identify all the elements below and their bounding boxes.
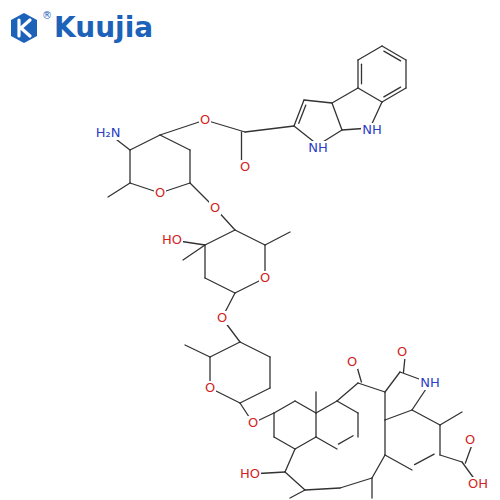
single-bond	[412, 410, 440, 425]
single-bond	[295, 401, 316, 413]
single-bond	[245, 126, 294, 132]
single-bond	[332, 103, 342, 130]
single-bond	[385, 455, 412, 470]
single-bond	[337, 383, 358, 401]
amine-label: H₂N	[95, 126, 122, 140]
single-bond	[315, 413, 316, 437]
single-bond	[385, 372, 400, 392]
single-bond	[315, 392, 316, 413]
single-bond	[274, 437, 295, 449]
single-bond	[337, 401, 358, 413]
single-bond	[357, 60, 358, 88]
double-bond	[384, 87, 401, 97]
single-bond	[235, 230, 265, 245]
single-bond	[108, 183, 130, 197]
single-bond	[358, 88, 382, 102]
single-bond	[372, 455, 385, 478]
single-bond	[129, 150, 130, 183]
hydroxyl-label: OH	[467, 477, 489, 491]
single-bond	[210, 342, 240, 357]
oxygen-label: O	[247, 416, 259, 430]
oxygen-label: O	[204, 381, 216, 395]
single-bond	[273, 413, 274, 437]
single-bond	[382, 88, 406, 102]
nitrogen-label: NH	[361, 123, 383, 137]
hydroxyl-label: HO	[161, 233, 183, 247]
single-bond	[290, 490, 305, 498]
single-bond	[371, 478, 372, 498]
double-bond	[299, 105, 306, 123]
single-bond	[204, 245, 205, 278]
single-bond	[382, 46, 406, 60]
oxygen-label: O	[346, 355, 358, 369]
nitrogen-label: NH	[307, 141, 329, 155]
single-bond	[285, 449, 295, 472]
single-bond	[205, 230, 235, 245]
single-bond	[240, 388, 270, 403]
hydroxyl-label: HO	[239, 467, 261, 481]
double-bond	[361, 64, 362, 84]
single-bond	[358, 46, 382, 60]
oxygen-label: O	[464, 433, 476, 447]
oxygen-label: O	[216, 311, 228, 325]
single-bond	[384, 420, 385, 455]
single-bond	[332, 88, 358, 103]
single-bond	[439, 425, 440, 455]
single-bond	[304, 100, 332, 103]
single-bond	[189, 150, 190, 183]
single-bond	[240, 342, 270, 357]
logo-icon	[11, 13, 37, 43]
registered-mark: ®	[42, 10, 52, 21]
brand-logo-text: Kuujia	[54, 11, 153, 44]
bond-lines	[108, 46, 478, 498]
single-bond	[316, 437, 337, 449]
single-bond	[265, 232, 290, 245]
single-bond	[183, 245, 205, 260]
oxygen-label: O	[209, 201, 221, 215]
single-bond	[130, 135, 160, 150]
double-bond	[338, 436, 353, 444]
single-bond	[185, 345, 210, 357]
single-bond	[440, 455, 462, 462]
double-bond	[384, 51, 401, 61]
single-bond	[357, 413, 358, 437]
single-bond	[358, 383, 385, 392]
single-bond	[285, 472, 305, 490]
double-bond	[415, 454, 435, 465]
oxygen-label: O	[199, 113, 211, 127]
single-bond	[440, 412, 462, 425]
single-bond	[269, 357, 270, 388]
single-bond	[340, 478, 372, 488]
single-bond	[160, 135, 190, 150]
single-bond	[385, 410, 412, 420]
single-bond	[305, 488, 340, 490]
single-bond	[405, 60, 406, 88]
oxygen-label: O	[259, 271, 271, 285]
single-bond	[295, 437, 316, 449]
oxygen-label: O	[396, 345, 408, 359]
single-bond	[274, 401, 295, 413]
oxygen-label: O	[154, 186, 166, 200]
single-bond	[384, 392, 385, 420]
single-bond	[205, 278, 235, 293]
oxygen-label: O	[239, 160, 251, 174]
nitrogen-label: NH	[419, 376, 441, 390]
single-bond	[316, 401, 337, 413]
